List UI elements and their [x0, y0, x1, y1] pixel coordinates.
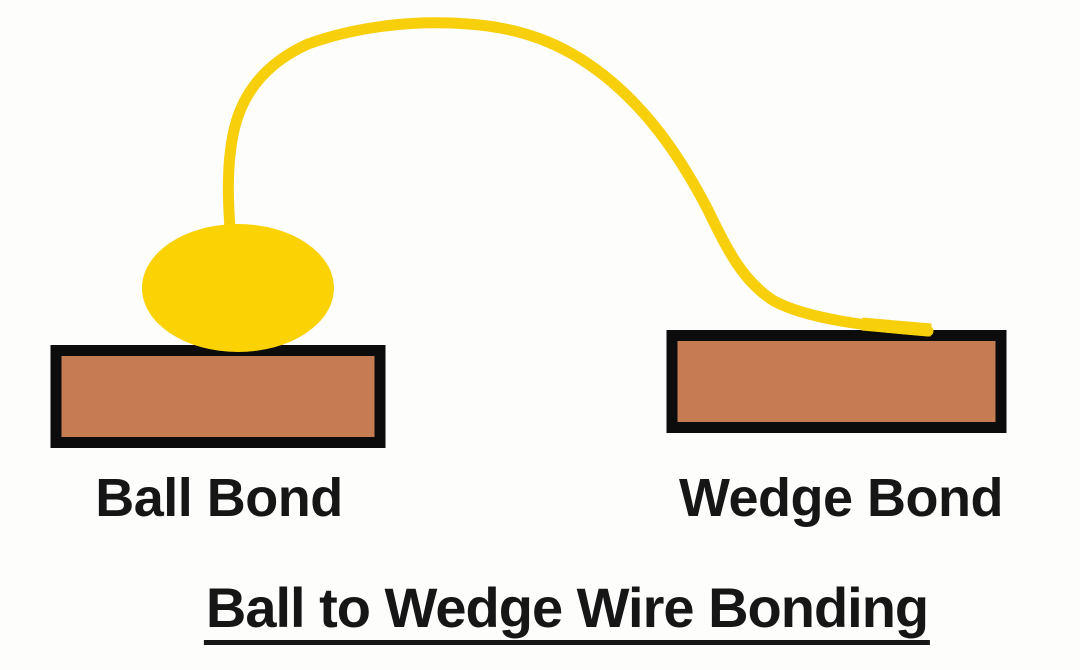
ball-bond-ball [142, 224, 334, 352]
wedge-bond-foot [861, 317, 932, 337]
ball-bond-pad [50, 345, 386, 448]
wedge-bond-label: Wedge Bond [679, 468, 1003, 528]
diagram-title: Ball to Wedge Wire Bonding [203, 580, 931, 645]
wedge-bond-pad [666, 330, 1007, 433]
ball-bond-label: Ball Bond [95, 468, 343, 528]
bond-wire [222, 17, 934, 337]
